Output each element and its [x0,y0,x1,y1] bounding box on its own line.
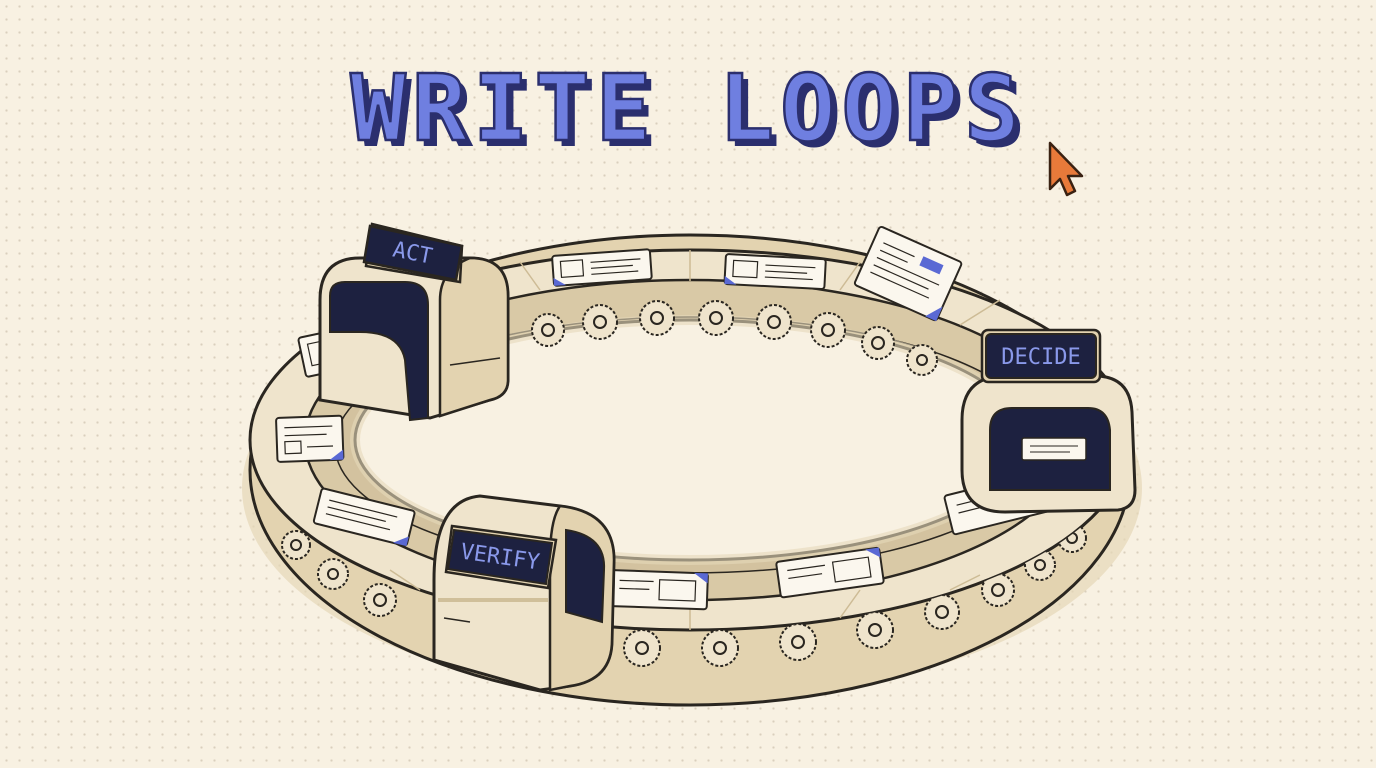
document-icon [275,414,345,463]
gear-icon [701,629,739,667]
document-icon [853,225,963,322]
decide-station: DECIDE [960,328,1137,514]
act-station: ACT [318,222,510,422]
gear-icon [810,312,846,348]
station-label-decide: DECIDE [1001,345,1080,370]
gear-icon [981,573,1015,607]
document-icon [551,248,653,287]
document-icon [723,253,827,291]
gear-icon [317,558,349,590]
gear-icon [856,611,894,649]
document-icon [607,569,709,611]
gear-icon [623,629,661,667]
cursor-icon [1048,141,1084,197]
gear-icon [779,623,817,661]
gear-icon [906,344,938,376]
gear-icon [924,594,960,630]
gear-icon [698,300,734,336]
gear-icon [756,304,792,340]
gear-icon [281,530,311,560]
document-icon [775,546,885,599]
gear-icon [861,326,895,360]
svg-text:WRITE LOOPS: WRITE LOOPS [350,55,1025,162]
gear-icon [531,313,565,347]
page-title: WRITE LOOPS WRITE LOOPS [349,54,1031,168]
svg-text:WRITE LOOPS: WRITE LOOPS [356,61,1031,168]
gear-icon [639,300,675,336]
gear-icon [363,583,397,617]
verify-station: VERIFY [432,494,616,692]
document-icon [312,487,416,547]
gear-icon [582,304,618,340]
